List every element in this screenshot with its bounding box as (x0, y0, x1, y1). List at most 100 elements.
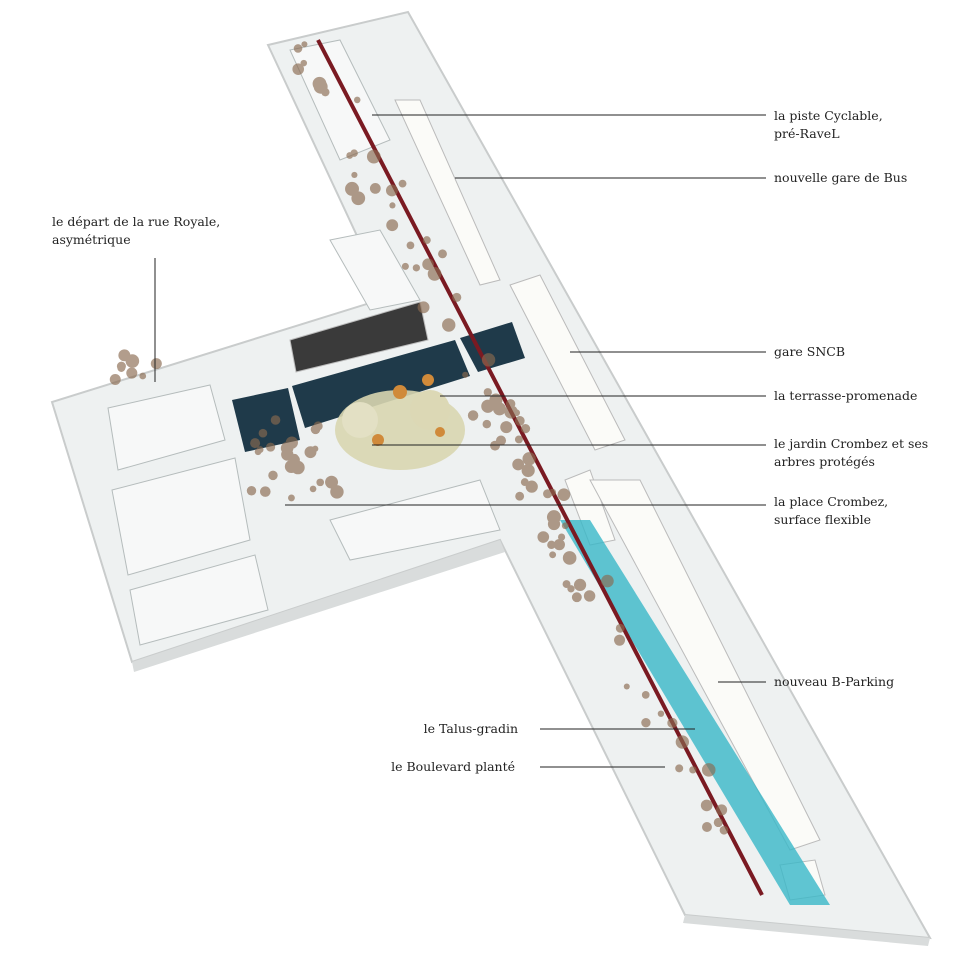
tree-mark (309, 485, 317, 493)
tree-mark (573, 578, 587, 592)
tree-mark (520, 478, 529, 487)
label-line: pré-RaveL (774, 126, 840, 141)
tree-mark (520, 423, 531, 434)
tree-mark (547, 540, 556, 550)
tree-mark (288, 494, 295, 502)
tree-mark (504, 405, 518, 419)
tree-mark (561, 522, 569, 530)
tree-mark (481, 399, 495, 413)
tree-mark (512, 458, 525, 471)
tree-mark (515, 491, 525, 501)
tree-mark (312, 76, 327, 91)
tree-mark (713, 817, 723, 828)
tree-mark (406, 241, 415, 250)
model-base-edge (132, 540, 505, 672)
label-line: le jardin Crombez et ses (774, 436, 929, 451)
tree-mark (266, 442, 276, 452)
label-line: le départ de la rue Royale, (52, 214, 221, 229)
tree-mark (351, 171, 358, 179)
tree-mark (482, 419, 492, 429)
label-piste-cyclable: la piste Cyclable, pré-RaveL (774, 107, 883, 143)
tree-mark (316, 478, 325, 487)
tree-mark (268, 470, 278, 481)
tree-mark (422, 258, 434, 271)
tree-mark (583, 590, 596, 602)
label-line: surface flexible (774, 512, 872, 527)
tree-mark (325, 475, 339, 489)
label-line: asymétrique (52, 232, 131, 247)
tree-mark (514, 416, 525, 426)
tree-mark (313, 421, 323, 431)
tree-mark (346, 152, 354, 159)
tree-mark (369, 182, 381, 194)
tree-mark (126, 367, 138, 379)
tree-mark (543, 489, 553, 499)
label-gare-bus: nouvelle gare de Bus (774, 170, 908, 185)
tree-mark (481, 353, 496, 367)
tree-mark (438, 249, 447, 259)
label-talus: le Talus-gradin (423, 721, 518, 736)
tree-mark (549, 551, 557, 559)
tree-mark (675, 764, 684, 773)
garden-crombez (335, 374, 465, 470)
tree-mark (246, 486, 257, 496)
tree-mark (345, 181, 360, 196)
tree-mark (250, 438, 261, 449)
label-line: la place Crombez, (774, 494, 889, 509)
tree-mark (353, 96, 361, 104)
model-base-edge-strip (683, 915, 930, 946)
tree-mark (256, 446, 264, 453)
tree-mark (462, 371, 469, 378)
tree-mark (260, 486, 271, 497)
tree-mark (386, 219, 399, 232)
tree-mark (525, 480, 538, 493)
tree-mark (500, 423, 508, 431)
label-line: la piste Cyclable, (774, 108, 883, 123)
tree-mark (667, 717, 678, 729)
label-parking: nouveau B-Parking (774, 674, 895, 689)
tree-mark (385, 184, 398, 197)
tree-mark (401, 262, 409, 270)
tree-mark (483, 388, 492, 397)
tree-mark (553, 538, 565, 551)
tree-mark (109, 373, 121, 385)
label-terrasse: la terrasse-promenade (774, 388, 918, 403)
tree-mark (562, 580, 571, 589)
tree-mark (492, 402, 506, 416)
tree-mark (292, 63, 305, 75)
tree-mark (562, 551, 577, 565)
tree-mark (412, 264, 420, 272)
tree-mark (571, 592, 582, 603)
tree-mark (281, 448, 294, 461)
tree-mark (495, 435, 507, 446)
tree-mark (716, 804, 728, 816)
tree-mark (601, 574, 614, 588)
tree-mark (422, 236, 431, 245)
tree-mark (719, 825, 729, 835)
tree-mark (139, 372, 147, 380)
tree-mark (657, 710, 665, 717)
tree-mark (689, 766, 697, 774)
tree-mark (300, 59, 308, 67)
tree-mark (258, 428, 268, 438)
plaza-surfaces (232, 322, 525, 452)
tree-mark (467, 410, 479, 421)
leader-lines (154, 114, 766, 768)
tree-mark (557, 488, 571, 501)
tree-mark (614, 634, 626, 646)
tree-mark (301, 41, 308, 48)
tree-mark (641, 691, 650, 699)
label-line: arbres protégés (774, 454, 875, 469)
tree-mark (675, 735, 689, 749)
tree-mark (427, 266, 442, 281)
tree-mark (641, 718, 651, 728)
tree-mark (452, 292, 462, 303)
tree-mark (623, 683, 630, 690)
trees (109, 41, 729, 835)
cycle-path (316, 39, 764, 896)
water-channel (560, 520, 830, 905)
tree-mark (514, 435, 523, 444)
tree-mark (389, 202, 396, 209)
label-place: la place Crombez, surface flexible (774, 493, 888, 529)
